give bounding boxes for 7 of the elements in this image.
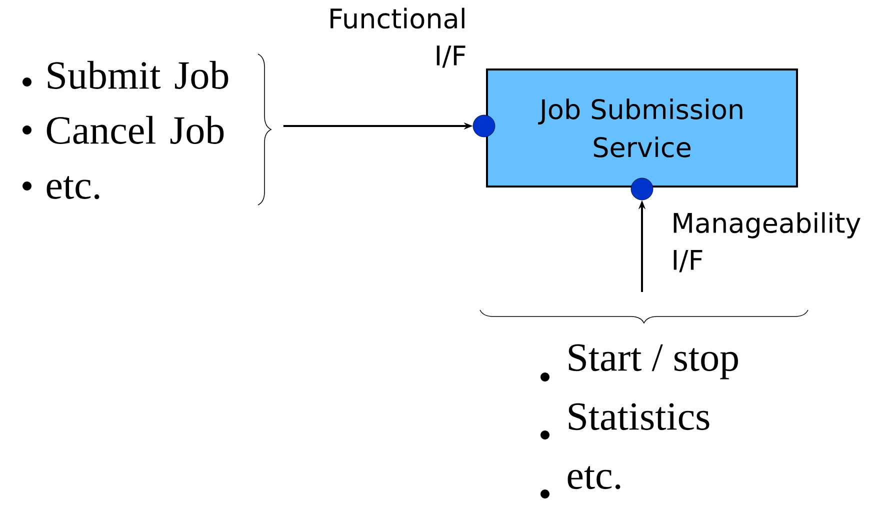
process-box: Job Submission Service	[486, 68, 798, 188]
port-circle	[472, 114, 496, 138]
port-circle	[630, 178, 654, 200]
bullet-list: Submit Job Cancel Job etc.	[46, 60, 228, 200]
interface-label: Functional I/F	[330, 8, 466, 68]
bullet-list: Start / stop Statistics etc.	[568, 344, 738, 490]
interface-label: Manageability I/F	[674, 212, 860, 272]
